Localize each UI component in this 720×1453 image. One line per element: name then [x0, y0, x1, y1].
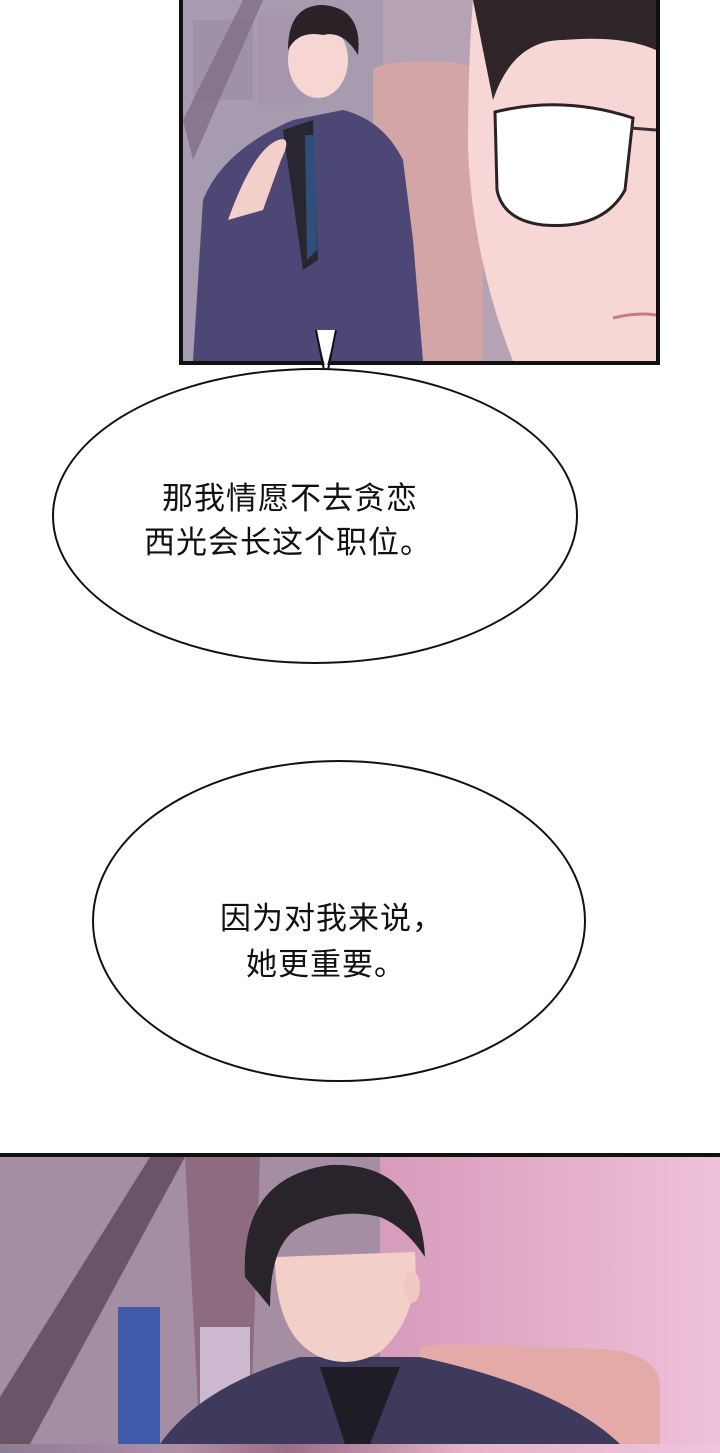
panel-bottom-illustration — [0, 1157, 720, 1444]
bubble-1-line-2: 西光会长这个职位。 — [144, 525, 432, 561]
bubble-2-line-2: 她更重要。 — [246, 947, 406, 983]
speech-bubble-1: 那我情愿不去贪恋 西光会长这个职位。 — [52, 368, 578, 664]
bubble-2-line-1: 因为对我来说， — [220, 901, 444, 937]
speech-bubble-tail — [315, 330, 337, 371]
bubble-1-line-1: 那我情愿不去贪恋 — [162, 481, 418, 517]
speech-bubble-2: 因为对我来说， 她更重要。 — [92, 760, 586, 1082]
comic-panel-bottom — [0, 1153, 720, 1453]
comic-panel-top — [179, 0, 660, 365]
panel-top-illustration — [183, 0, 656, 361]
